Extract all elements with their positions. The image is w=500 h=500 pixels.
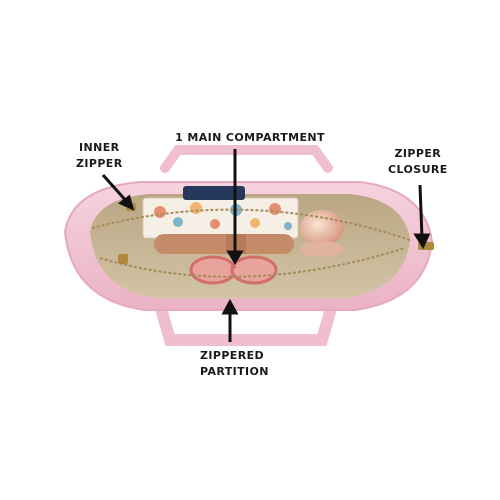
tumbler-lid [300,210,344,246]
callout-inner-zipper-line-1: INNER [79,141,120,154]
callout-zippered-partition-line-2: PARTITION [200,365,269,378]
callout-zippered-partition: ZIPPERED PARTITION [200,348,269,380]
handle-back [160,145,333,173]
zipper-top-line [91,208,411,241]
callout-inner-zipper-line-2: ZIPPER [76,157,123,170]
callout-main-compartment: 1 MAIN COMPARTMENT [150,130,350,146]
arrow-inner-zipper [101,174,130,204]
callout-zippered-partition-line-1: ZIPPERED [200,349,265,362]
callout-main-compartment-text: 1 MAIN COMPARTMENT [175,131,325,144]
callout-zipper-closure-line-2: CLOSURE [388,163,448,176]
callout-zipper-closure-line-1: ZIPPER [394,147,442,160]
zipper-partition-line [99,247,406,278]
phone [183,186,245,200]
handle-front [154,299,338,346]
pencil-case [154,234,294,254]
callout-zipper-closure: ZIPPER CLOSURE [388,146,448,178]
callout-inner-zipper: INNER ZIPPER [76,140,123,172]
arrow-zipper-closure [418,184,424,239]
zipper-pull-partition [118,254,128,264]
